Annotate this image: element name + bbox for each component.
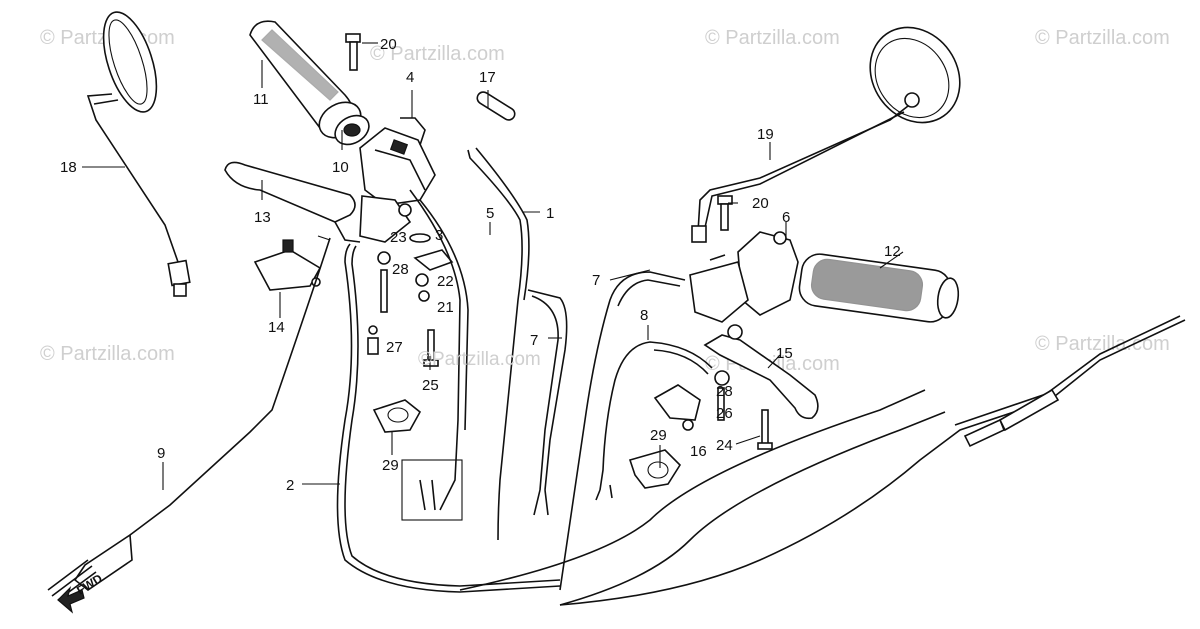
watermark-mid-left: © Partzilla.com <box>40 343 175 365</box>
leader-lines <box>82 42 904 490</box>
callout-16: 16 <box>690 443 707 460</box>
callout-28-right: 28 <box>716 383 733 400</box>
callout-28-left: 28 <box>392 261 409 278</box>
callout-4: 4 <box>406 69 414 86</box>
cables <box>47 147 1186 606</box>
right-grip <box>798 253 960 323</box>
callout-2: 2 <box>286 477 294 494</box>
callout-20-left: 20 <box>380 36 397 53</box>
left-switch <box>359 117 436 243</box>
callout-15: 15 <box>776 345 793 362</box>
callout-6: 6 <box>782 209 790 226</box>
right-switch <box>689 231 799 323</box>
callout-29-right: 29 <box>650 427 667 444</box>
callout-27: 27 <box>386 339 403 356</box>
callout-13: 13 <box>254 209 271 226</box>
callout-24: 24 <box>716 437 733 454</box>
callout-7-lower: 7 <box>530 332 538 349</box>
callout-9: 9 <box>157 445 165 462</box>
left-switch-bracket <box>253 239 322 291</box>
callout-22: 22 <box>437 273 454 290</box>
callout-8: 8 <box>640 307 648 324</box>
callout-7-upper: 7 <box>592 272 600 289</box>
callout-26: 26 <box>716 405 733 422</box>
watermark-far-right-mid: © Partzilla.com <box>1035 333 1170 355</box>
callout-5: 5 <box>486 205 494 222</box>
callout-12: 12 <box>884 243 901 260</box>
left-grip <box>249 20 370 146</box>
callout-1: 1 <box>546 205 554 222</box>
callout-21: 21 <box>437 299 454 316</box>
left-lever <box>224 161 361 243</box>
callout-20-right: 20 <box>752 195 769 212</box>
callout-25: 25 <box>422 377 439 394</box>
callout-10: 10 <box>332 159 349 176</box>
left-small-parts <box>345 33 733 433</box>
callout-14: 14 <box>268 319 285 336</box>
callout-17: 17 <box>479 69 496 86</box>
callout-23: 23 <box>390 229 407 246</box>
watermark-center: ©Partzilla.com <box>418 349 541 370</box>
watermark-far-right: © Partzilla.com <box>1035 27 1170 49</box>
watermarks: © Partzilla.com © Partzilla.com © Partzi… <box>40 27 1170 375</box>
right-mirror <box>691 26 961 243</box>
callout-19: 19 <box>757 126 774 143</box>
right-small-parts <box>628 370 773 489</box>
callout-18: 18 <box>60 159 77 176</box>
right-lever <box>703 324 819 420</box>
callouts: 20 4 17 11 10 18 13 1 5 23 3 28 22 21 14… <box>60 36 901 494</box>
left-mirror <box>86 11 191 297</box>
callout-29-left: 29 <box>382 457 399 474</box>
watermark-top-center: © Partzilla.com <box>370 43 505 65</box>
watermark-top-right: © Partzilla.com <box>705 27 840 49</box>
callout-3: 3 <box>435 227 443 244</box>
callout-11: 11 <box>253 91 269 108</box>
